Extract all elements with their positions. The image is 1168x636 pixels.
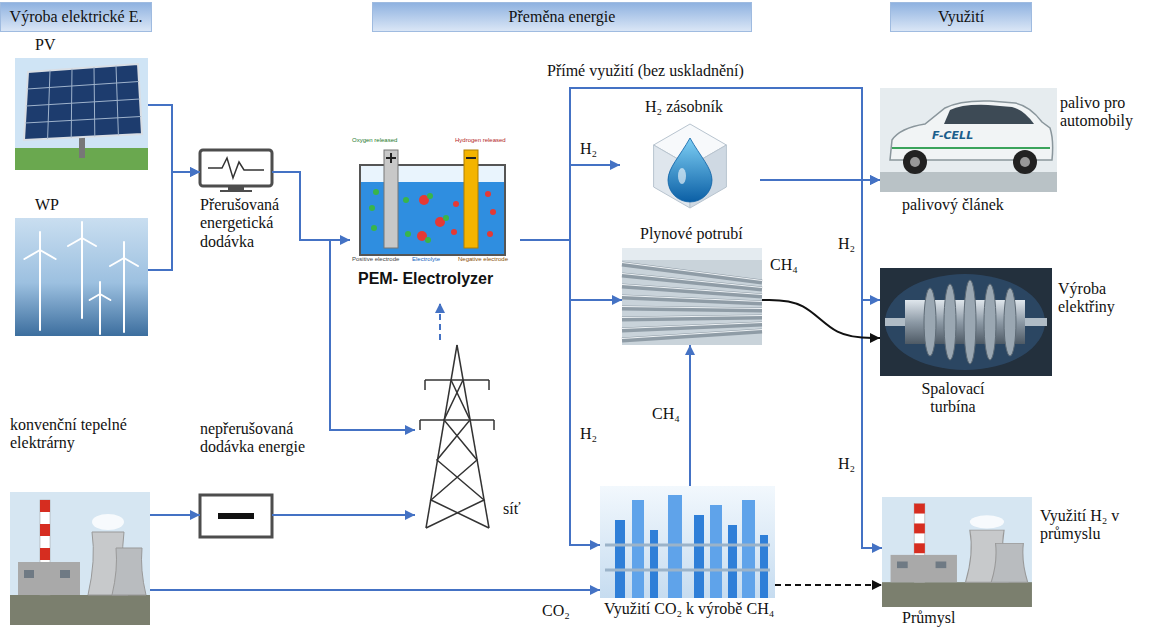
- hydrogen-storage: H₂ zásobník: [620, 122, 760, 210]
- power-grid-tower-picture: [420, 345, 494, 528]
- flow-label: H₂: [836, 455, 857, 473]
- flow-arrow: [689, 345, 691, 486]
- header-text: Přeměna energie: [509, 8, 616, 26]
- flow-arrow: [272, 172, 415, 430]
- electrolyzer-picture: [360, 150, 505, 255]
- dashed-flow-arrow: [439, 303, 441, 340]
- dashed-flow-arrow: [775, 584, 882, 586]
- solar-panel-picture: [15, 58, 148, 170]
- flow-arrow: [148, 172, 200, 270]
- flow-label: H₂: [578, 140, 599, 158]
- node-label: Výroba elektřiny: [1058, 280, 1153, 317]
- thermal-plant-picture: [10, 492, 150, 625]
- part-label: Electrolyte: [412, 256, 440, 262]
- node-label: Plynové potrubí: [640, 225, 743, 243]
- node-label: PV: [35, 36, 55, 54]
- gas-turbine-picture: [880, 268, 1052, 376]
- flow-arrow: [520, 88, 880, 240]
- node-label: Přerušovaná energetická dodávka: [200, 196, 295, 251]
- co2-methanation-plant: Využití CO₂ k výrobě CH₄: [600, 486, 775, 598]
- fuel-cell-car: palivo pro automobilyF-CELLpalivový člán…: [880, 88, 1057, 192]
- flow-label: Přímé využití (bez uskladnění): [545, 62, 746, 80]
- node-label: H₂ zásobník: [645, 98, 723, 116]
- flow-arrow: [148, 105, 200, 172]
- inverter-box: Přerušovaná energetická dodávka: [200, 150, 272, 192]
- industry-plant: Využití H₂ v průmysluPrůmysl: [882, 497, 1032, 607]
- flow-arrow: [520, 88, 880, 300]
- node-label: Využití H₂ v průmyslu: [1040, 507, 1160, 544]
- flow-label: H₂: [578, 425, 599, 443]
- thermal-plant: konvenční tepelné elektrárny: [10, 492, 150, 625]
- node-label: konvenční tepelné elektrárny: [10, 416, 160, 453]
- node-label: palivový článek: [902, 196, 1004, 214]
- part-label: Oxygen released: [352, 137, 397, 143]
- flow-label: CO₂: [540, 602, 572, 620]
- column-header: Přeměna energie: [372, 2, 752, 32]
- node-label: Průmysl: [902, 609, 955, 627]
- industry-plant-picture: [882, 497, 1032, 607]
- dc-supply-box: nepřerušovaná dodávka energie: [200, 495, 272, 537]
- flow-arrow: [520, 88, 882, 548]
- pem-electrolyzer: Oxygen released Hydrogen releasedPositive…: [350, 133, 520, 303]
- fuel-cell-car-picture: [880, 88, 1057, 192]
- flow-label: CH₄: [768, 256, 800, 274]
- flow-arrow: [150, 589, 600, 591]
- gas-turbine: Výroba elektřinySpalovací turbína: [880, 268, 1052, 376]
- node-label: PEM- Electrolyzer: [358, 270, 493, 288]
- node-label: nepřerušovaná dodávka energie: [200, 420, 315, 457]
- column-header: Využití: [890, 2, 1032, 32]
- flow-arrow: [272, 514, 415, 516]
- node-label: síť: [503, 500, 521, 518]
- car-lettering: F-CELL: [932, 130, 973, 143]
- part-label: Hydrogen released: [455, 137, 506, 143]
- flow-arrow: [762, 300, 880, 338]
- gas-pipeline-picture: [622, 248, 762, 345]
- wind-farm: WP: [15, 218, 148, 336]
- header-text: Využití: [938, 8, 984, 26]
- node-label: WP: [35, 196, 59, 214]
- node-label: palivo pro automobily: [1060, 94, 1160, 131]
- node-label: Spalovací turbína: [898, 380, 1008, 417]
- header-text: Výroba elektrické E.: [10, 8, 143, 26]
- flow-arrow: [150, 514, 200, 516]
- part-label: Positive electrode: [352, 256, 399, 262]
- hydrogen-storage-icon: [654, 124, 727, 208]
- part-label: Negative electrode: [458, 256, 508, 262]
- flow-arrow: [520, 240, 600, 545]
- gas-pipeline: Plynové potrubí: [622, 248, 762, 345]
- dc-supply-icon: [200, 495, 272, 537]
- flow-label: CH₄: [650, 405, 682, 423]
- node-label: Využití CO₂ k výrobě CH₄: [604, 600, 774, 618]
- inverter-monitor-icon: [200, 150, 272, 192]
- flow-arrow: [272, 172, 350, 240]
- wind-farm-picture: [15, 218, 148, 336]
- co2-methanation-picture: [600, 486, 775, 598]
- flow-label: H₂: [836, 235, 857, 253]
- solar-panel: PV: [15, 58, 148, 170]
- column-header: Výroba elektrické E.: [0, 2, 152, 32]
- power-grid-tower: síť: [415, 340, 500, 530]
